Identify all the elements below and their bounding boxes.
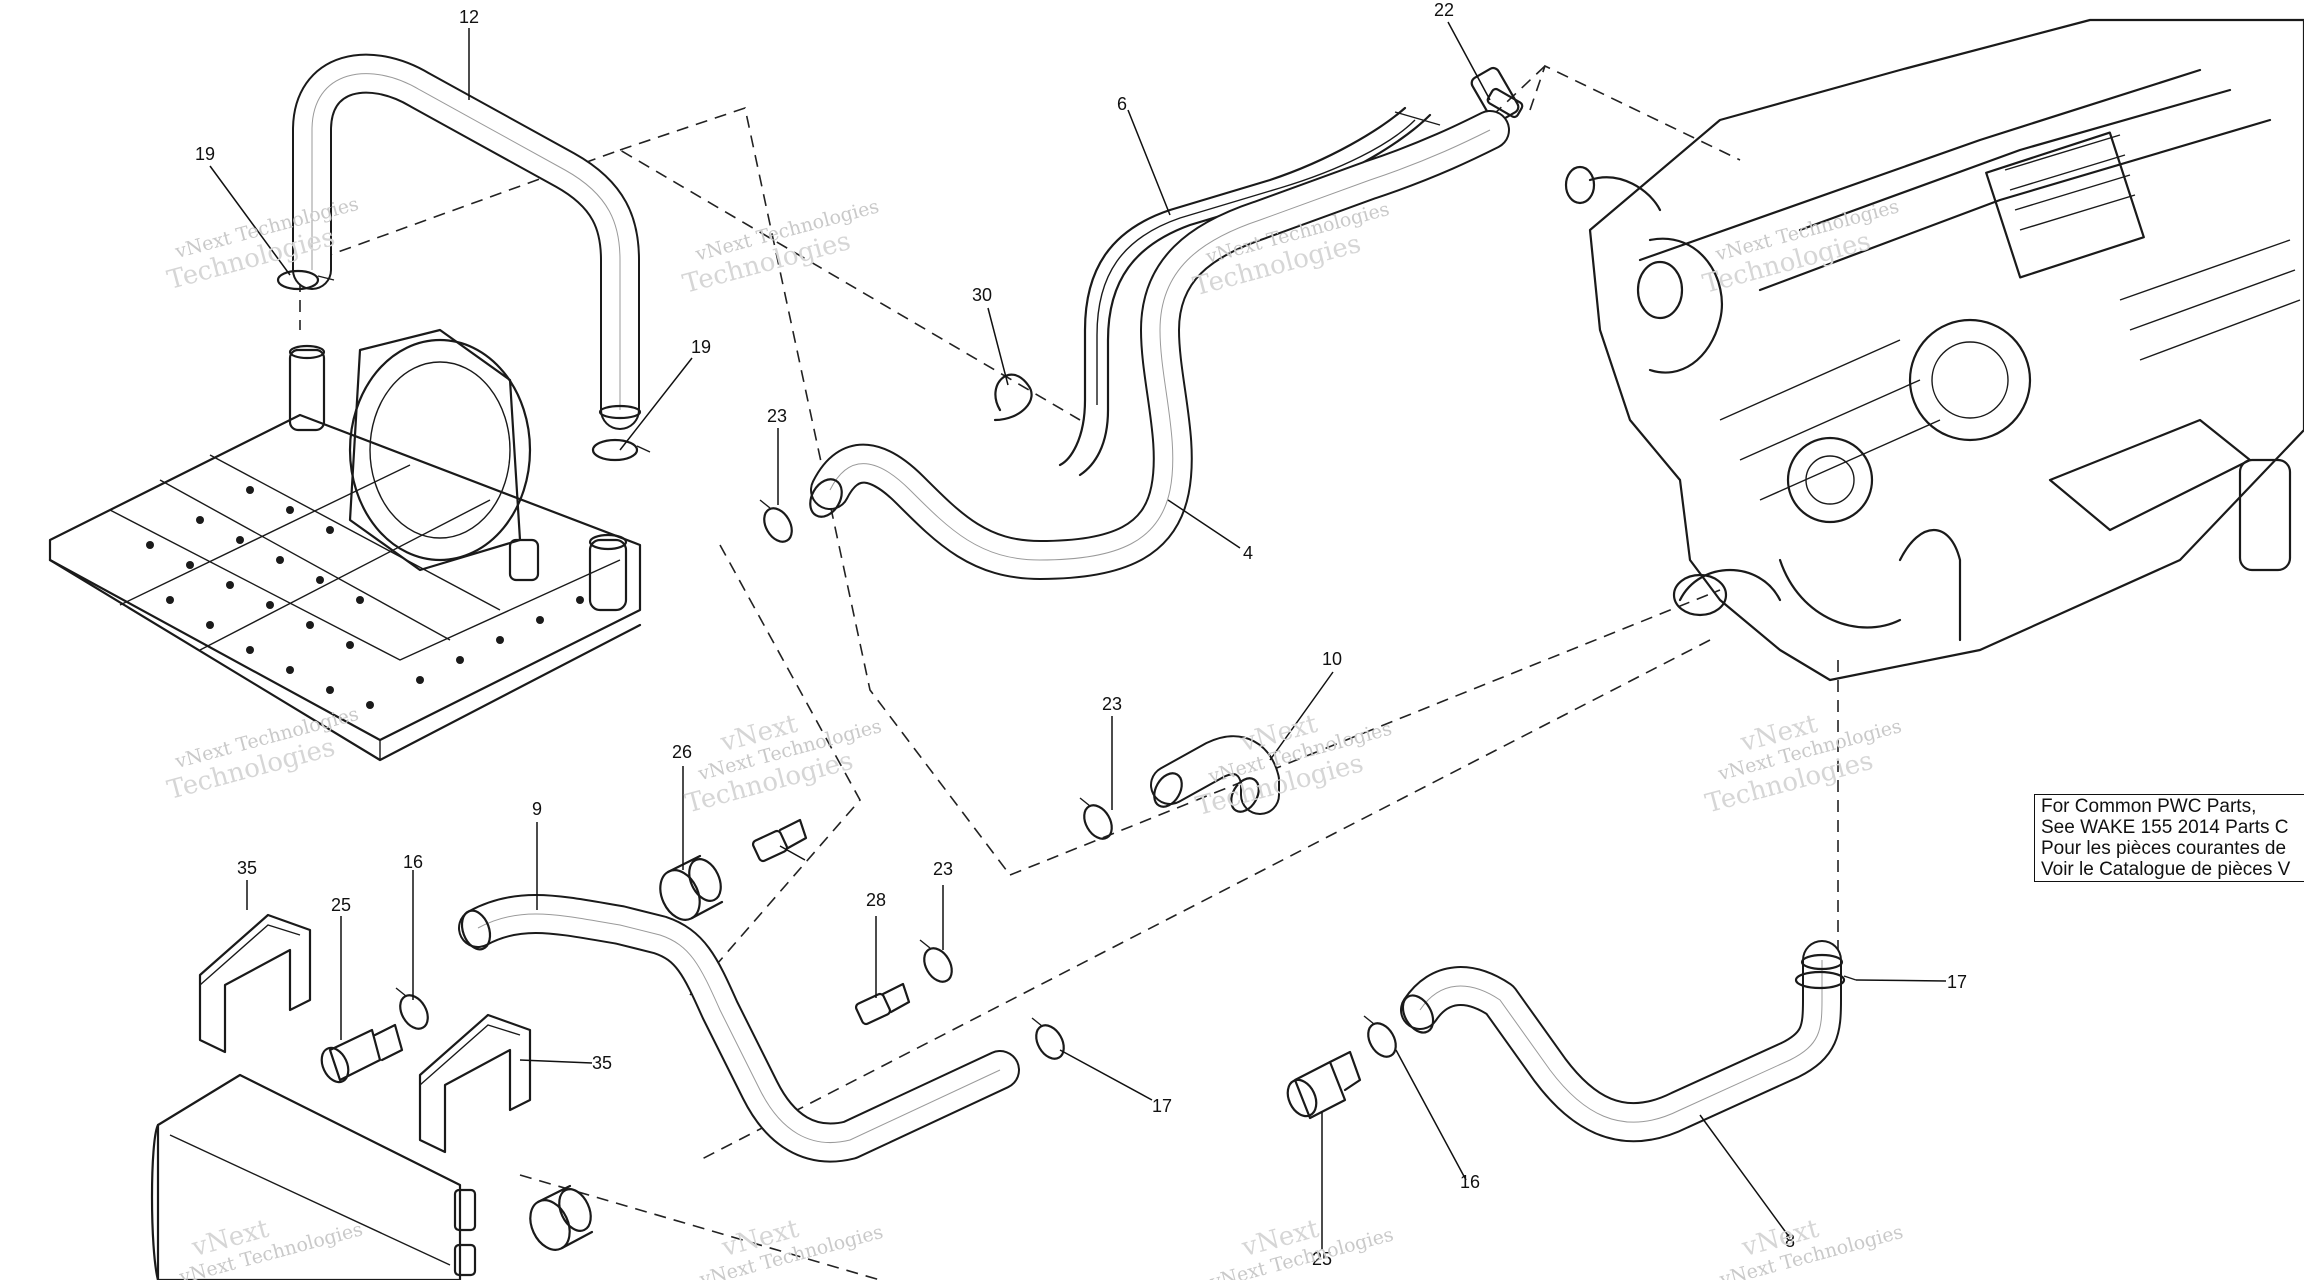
note-line-1: For Common PWC Parts, <box>2041 796 2257 817</box>
callout-19-a: 19 <box>195 144 215 164</box>
hose-4 <box>809 110 1510 580</box>
mounting-plate-bolt-heads <box>146 486 584 709</box>
fitting-28-b <box>854 982 911 1026</box>
callout-8: 8 <box>1785 1231 1795 1251</box>
callout-22: 22 <box>1434 0 1454 20</box>
callout-23-a: 23 <box>767 406 787 426</box>
common-parts-note: For Common PWC Parts, See WAKE 155 2014 … <box>2034 794 2304 882</box>
mounting-plate-assembly <box>48 328 642 762</box>
callout-16-a: 16 <box>403 852 423 872</box>
callout-4: 4 <box>1243 543 1253 563</box>
fitting-22 <box>1486 87 1524 119</box>
fitting-25-a <box>320 1023 404 1084</box>
callout-25-a: 25 <box>331 895 351 915</box>
callout-12: 12 <box>459 7 479 27</box>
callout-17-a: 17 <box>1152 1096 1172 1116</box>
hose-6 <box>1058 106 1441 477</box>
note-line-4: Voir le Catalogue de pièces V <box>2041 859 2291 880</box>
bracket-35-b <box>418 1013 532 1154</box>
hose-12 <box>292 53 642 430</box>
callout-35-a: 35 <box>237 858 257 878</box>
callout-26: 26 <box>672 742 692 762</box>
fitting-28-a <box>751 818 808 863</box>
fitting-26-a <box>659 854 724 921</box>
clamps <box>276 269 1857 1060</box>
callout-numbers: 12 22 6 19 19 30 23 4 10 23 26 9 35 25 1… <box>195 0 1967 1269</box>
fitting-26-b <box>529 1184 594 1251</box>
callout-10: 10 <box>1322 649 1342 669</box>
callout-16-b: 16 <box>1460 1172 1480 1192</box>
fitting-25-b <box>1286 1050 1362 1120</box>
hose-9 <box>458 894 1020 1163</box>
heat-exchanger <box>150 1073 477 1280</box>
callout-23-c: 23 <box>933 859 953 879</box>
callout-19-b: 19 <box>691 337 711 357</box>
callout-25-b: 25 <box>1312 1249 1332 1269</box>
callout-28: 28 <box>866 890 886 910</box>
bracket-35-a <box>198 913 312 1054</box>
callout-30: 30 <box>972 285 992 305</box>
callout-17-b: 17 <box>1947 972 1967 992</box>
note-line-2: See WAKE 155 2014 Parts C <box>2041 817 2289 838</box>
callout-23-b: 23 <box>1102 694 1122 714</box>
hose-8 <box>1400 940 1844 1143</box>
leader-lines <box>209 21 1947 1250</box>
note-line-3: Pour les pièces courantes de <box>2041 838 2287 859</box>
hose-10 <box>1150 735 1280 815</box>
callout-9: 9 <box>532 799 542 819</box>
engine-block <box>1470 18 2304 682</box>
callout-35-b: 35 <box>592 1053 612 1073</box>
callout-6: 6 <box>1117 94 1127 114</box>
